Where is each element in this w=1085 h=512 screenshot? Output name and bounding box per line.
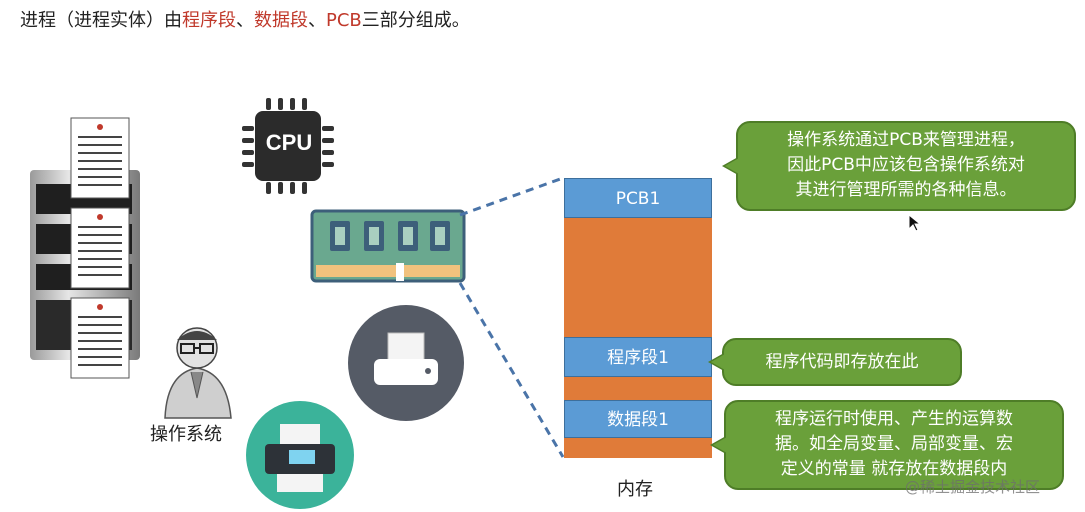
memory-block: PCB1 程序段1 数据段1: [564, 178, 712, 458]
cpu-label: CPU: [265, 130, 313, 155]
mouse-cursor-icon: [908, 214, 920, 232]
document-stack-icon: [70, 117, 130, 379]
data-callout: 程序运行时使用、产生的运算数 据。如全局变量、局部变量、宏 定义的常量 就存放在…: [710, 400, 1064, 490]
program-callout: 程序代码即存放在此: [708, 338, 962, 386]
memory-caption: 内存: [617, 479, 653, 500]
memory-module-icon: [310, 209, 466, 283]
pcb-callout: 操作系统通过PCB来管理进程， 因此PCB中应该包含操作系统对 其进行管理所需的…: [722, 121, 1076, 211]
pcb-segment: PCB1: [564, 178, 712, 218]
program-segment: 程序段1: [564, 337, 712, 377]
watermark: @稀土掘金技术社区: [905, 478, 1041, 496]
os-label: 操作系统: [150, 424, 222, 445]
data-segment: 数据段1: [564, 400, 712, 438]
inkjet-printer-icon: [246, 401, 354, 509]
os-person-icon: [164, 327, 232, 419]
title-pcb: PCB: [326, 10, 362, 31]
title-data-segment: 数据段: [254, 10, 308, 31]
page-title: 进程（进程实体）由程序段、数据段、PCB三部分组成。: [20, 10, 470, 31]
title-program-segment: 程序段: [182, 10, 236, 31]
printer-icon: [348, 305, 464, 421]
cpu-chip-icon: [242, 98, 334, 194]
